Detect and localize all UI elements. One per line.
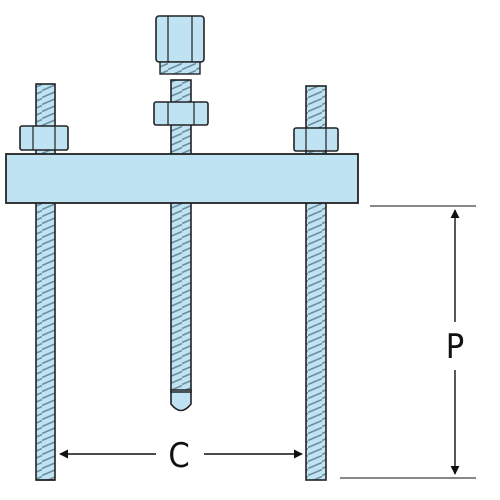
left-leg-nut [19, 125, 69, 151]
center-spindle [170, 79, 192, 412]
spindle-nut [153, 101, 209, 126]
spread-dimension: C [59, 436, 303, 476]
spread-label: C [168, 436, 189, 476]
center-spindle-rod [170, 79, 192, 393]
depth-label: P [446, 327, 464, 367]
spindle-head [155, 15, 205, 75]
right-leg-nut [293, 127, 339, 152]
crossbar [5, 153, 359, 204]
spindle-tip [170, 389, 192, 412]
depth-dimension: P [446, 209, 464, 475]
